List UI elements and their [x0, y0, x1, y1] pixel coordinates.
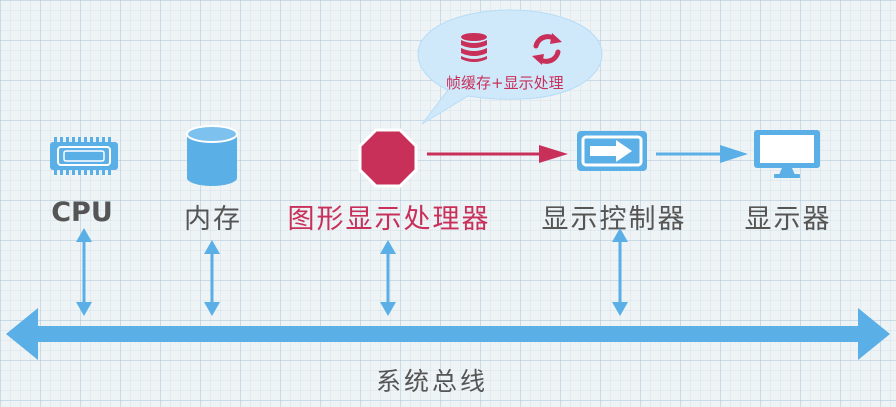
system-bus-label: 系统总线	[375, 367, 489, 396]
arrow-card-icon	[577, 131, 647, 171]
label-gpu: 图形显示处理器	[287, 204, 491, 235]
refresh-icon	[532, 33, 562, 65]
label-memory: 内存	[184, 204, 242, 235]
flow-arrow-gpu-to-controller	[427, 145, 568, 163]
monitor-icon	[754, 130, 820, 178]
bubble-text: 帧缓存+显示处理	[446, 74, 564, 92]
label-cpu: CPU	[51, 197, 113, 228]
label-display-controller: 显示控制器	[541, 204, 687, 235]
flow-arrow-controller-to-display	[656, 145, 748, 163]
database-icon	[461, 33, 487, 62]
database-cylinder-icon	[186, 125, 238, 186]
cpu-chip-icon	[50, 137, 118, 175]
octagon-icon	[358, 128, 418, 188]
label-display: 显示器	[744, 204, 832, 235]
